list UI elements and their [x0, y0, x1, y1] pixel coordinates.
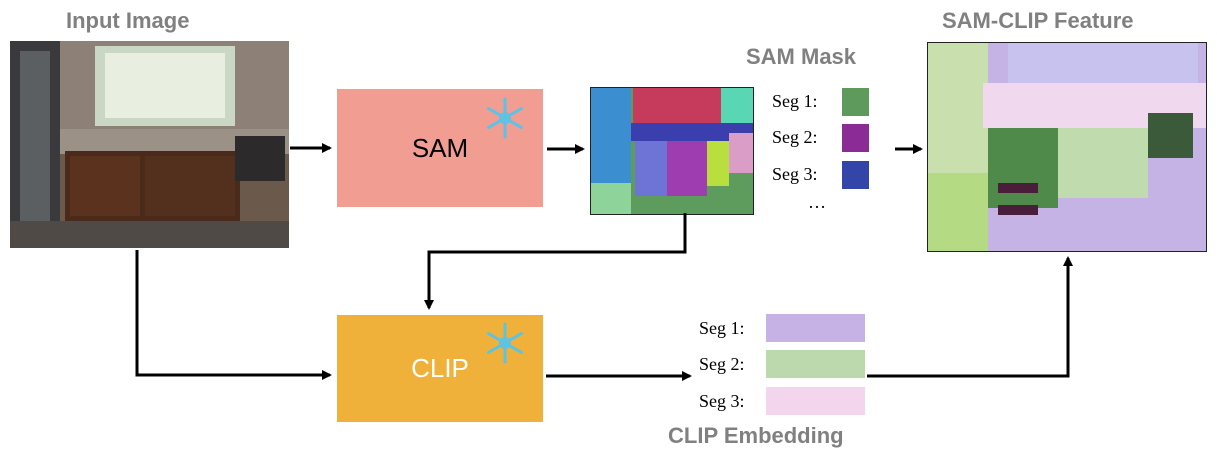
- clip-seg1-bar: [766, 314, 865, 342]
- sam-seg2-label: Seg 2:: [772, 127, 818, 147]
- sam-seg1-swatch: [842, 88, 869, 116]
- sam-module: SAM: [337, 89, 543, 207]
- sam-clip-feature-image: [927, 42, 1207, 252]
- sam-mask-image: [590, 87, 754, 215]
- sam-seg3-label: Seg 3:: [772, 164, 818, 184]
- clip-seg2-label: Seg 2:: [699, 354, 745, 374]
- snowflake-icon-clip: [487, 322, 523, 364]
- clip-seg3-label: Seg 3:: [699, 391, 745, 411]
- sam-clip-feature-title: SAM-CLIP Feature: [942, 8, 1134, 33]
- input-image-title: Input Image: [66, 8, 190, 33]
- sam-ellipsis: …: [808, 192, 826, 212]
- sam-seg1-label: Seg 1:: [772, 91, 818, 111]
- clip-module: CLIP: [337, 315, 543, 422]
- sam-seg3-swatch: [842, 161, 869, 189]
- sam-clip-feature-visual: [928, 43, 1206, 251]
- arrow-embedding-to-feature: [867, 256, 1073, 378]
- clip-seg3-bar: [766, 387, 865, 415]
- clip-label: CLIP: [411, 353, 469, 383]
- sam-seg2-swatch: [842, 124, 869, 152]
- snowflake-icon: [487, 97, 523, 139]
- input-image: [10, 41, 289, 248]
- clip-seg2-bar: [766, 350, 865, 378]
- arrow-input-to-clip: [135, 250, 332, 380]
- kitchen-photo: [10, 41, 289, 248]
- arrow-mask-to-clip: [424, 213, 687, 310]
- clip-embedding-title: CLIP Embedding: [668, 423, 844, 448]
- sam-label: SAM: [411, 132, 469, 163]
- clip-seg1-label: Seg 1:: [699, 318, 745, 338]
- sam-mask-title: SAM Mask: [746, 44, 857, 69]
- sam-mask-visual: [591, 88, 753, 214]
